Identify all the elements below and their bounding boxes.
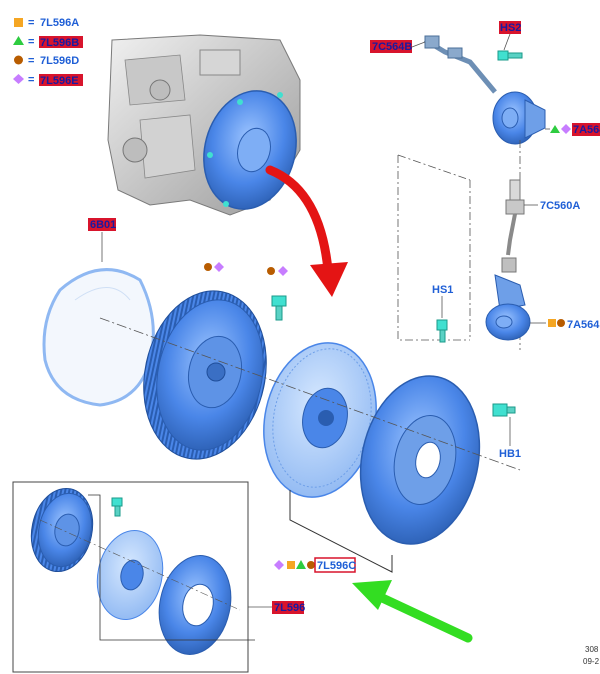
- callout-7c564b: 7C564B: [370, 40, 426, 53]
- lower-slave-cylinder: [436, 274, 531, 343]
- bolt-hs1: [436, 319, 448, 343]
- brown-circle-icon: [557, 319, 565, 327]
- purple-diamond-icon: [214, 262, 224, 272]
- svg-text:=: =: [28, 55, 34, 67]
- callout-7a564-lower: 7A564: [530, 319, 600, 331]
- flywheel-markers: [204, 262, 288, 276]
- svg-text:=: =: [28, 17, 34, 29]
- inset-flywheel: [30, 487, 94, 573]
- legend-code: 7L596A: [40, 17, 79, 29]
- clutch-disc: [263, 342, 377, 498]
- flywheel: [143, 290, 267, 460]
- highlight-box: [39, 74, 83, 86]
- callout-7l596c: 7L596C: [274, 557, 356, 573]
- svg-text:=: =: [28, 74, 34, 86]
- connector-frame: [397, 140, 521, 350]
- brown-circle-icon: [267, 267, 275, 275]
- purple-diamond-icon: [274, 560, 284, 570]
- green-triangle-icon: [550, 125, 560, 133]
- callout-hb1: HB1: [499, 417, 521, 460]
- svg-text:7C560A: 7C560A: [540, 200, 580, 212]
- svg-text:7L596C: 7L596C: [317, 560, 356, 572]
- svg-text:7C564B: 7C564B: [372, 41, 412, 53]
- callout-hs2: HS2: [499, 21, 521, 51]
- callout-7l596: 7L596: [248, 601, 305, 614]
- callout-7c560a: 7C560A: [524, 200, 580, 212]
- highlight-box: [39, 36, 83, 48]
- brown-circle-icon: [307, 561, 315, 569]
- orange-square-icon: [14, 18, 23, 27]
- inset-bolt: [111, 497, 123, 517]
- svg-text:09-2: 09-2: [583, 657, 600, 666]
- legend: = 7L596A = 7L596B = 7L596D = 7L596E: [13, 17, 83, 87]
- kit-bracket: [289, 490, 393, 573]
- brown-circle-icon: [14, 55, 23, 65]
- svg-text:HS2: HS2: [500, 22, 521, 34]
- flywheel-cover-6b01: [42, 232, 155, 407]
- svg-text:6B01: 6B01: [90, 219, 116, 231]
- callout-6b01: 6B01: [88, 218, 116, 231]
- svg-text:7L596: 7L596: [274, 602, 305, 614]
- red-direction-arrow-icon: [265, 165, 348, 297]
- svg-text:HB1: HB1: [499, 448, 521, 460]
- svg-text:HS1: HS1: [432, 284, 453, 296]
- svg-text:308: 308: [585, 645, 599, 654]
- pipe-7c560a: [501, 179, 525, 273]
- callout-7a564-top: 7A564: [545, 123, 600, 136]
- svg-text:7A564: 7A564: [567, 319, 600, 331]
- purple-diamond-icon: [561, 124, 571, 134]
- brown-circle-icon: [204, 263, 212, 271]
- svg-text:=: =: [28, 36, 34, 48]
- legend-code: 7L596D: [40, 55, 79, 67]
- legend-code: 7L596B: [40, 37, 79, 49]
- flywheel-bolt: [271, 295, 287, 321]
- legend-item-triangle: = 7L596B: [13, 36, 83, 49]
- green-triangle-icon: [296, 560, 306, 569]
- legend-item-diamond: = 7L596E: [13, 74, 83, 87]
- pressure-plate: [359, 375, 481, 545]
- center-axis-line: [99, 317, 521, 471]
- svg-text:7A564: 7A564: [573, 124, 600, 136]
- green-direction-arrow-icon: [352, 580, 473, 643]
- figure-reference: 308 09-2: [583, 645, 600, 666]
- purple-diamond-icon: [278, 266, 288, 276]
- top-hydraulic-assembly: [423, 35, 546, 145]
- inset-box: [12, 481, 255, 673]
- green-triangle-icon: [13, 36, 24, 45]
- orange-square-icon: [548, 319, 556, 327]
- legend-item-circle: = 7L596D: [14, 55, 79, 67]
- legend-item-square: = 7L596A: [14, 17, 79, 29]
- inset-clutch-disc: [96, 529, 164, 621]
- bolt-hs2: [497, 50, 523, 61]
- inset-pressure-plate: [158, 555, 232, 655]
- callout-hs1: HS1: [432, 284, 453, 318]
- mounted-pressure-plate: [203, 90, 297, 210]
- bolt-hb1: [492, 403, 516, 417]
- legend-code: 7L596E: [40, 75, 79, 87]
- purple-diamond-icon: [13, 74, 24, 84]
- orange-square-icon: [287, 561, 295, 569]
